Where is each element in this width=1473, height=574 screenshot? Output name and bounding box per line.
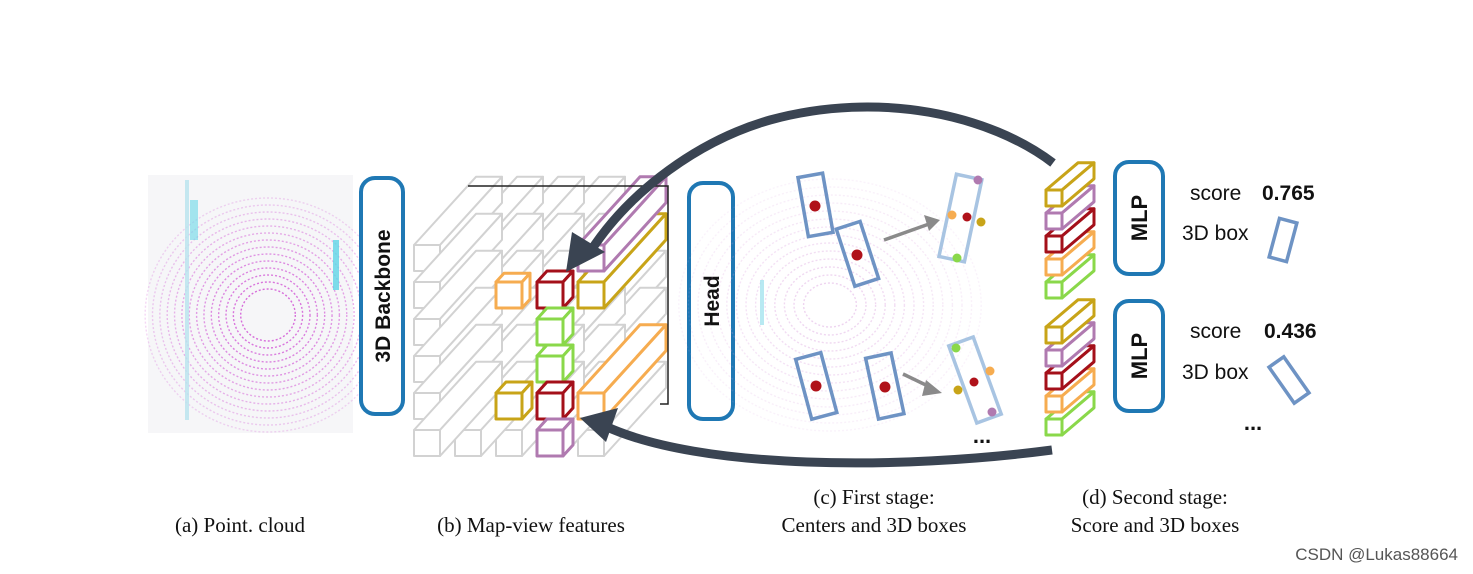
caption-a: (a) Point. cloud (175, 513, 306, 537)
output-box-icon (1266, 354, 1312, 406)
output-top: score 0.765 3D box (1182, 182, 1315, 264)
map-view-feature-grid (413, 175, 668, 458)
proposal-box (793, 350, 839, 422)
watermark: CSDN @Lukas88664 (1295, 545, 1458, 564)
caption-b: (b) Map-view features (437, 513, 625, 537)
mlp-module-top: MLP (1113, 160, 1165, 276)
output-ellipsis: ... (1244, 410, 1262, 435)
arrow-head-icon (580, 408, 618, 442)
score-value: 0.765 (1262, 182, 1315, 205)
proposal-box (863, 350, 907, 422)
center-point (879, 381, 891, 393)
score-label: score (1190, 320, 1241, 343)
box-label: 3D box (1182, 222, 1249, 245)
caption-d-line1: (d) Second stage: (1082, 485, 1228, 509)
head-module: Head (687, 181, 735, 421)
stage1-ellipsis: ... (973, 423, 991, 448)
arrow-head-icon (566, 232, 605, 272)
center-point (809, 200, 821, 212)
backbone-module: 3D Backbone (359, 176, 405, 416)
caption-d-line2: Score and 3D boxes (1071, 513, 1240, 537)
point-cloud-image (144, 175, 392, 433)
proposal-box (834, 219, 881, 289)
output-bottom: score 0.436 3D box ... (1182, 320, 1317, 435)
proposal-box (795, 171, 836, 239)
mlp-module-bottom: MLP (1113, 299, 1165, 413)
backbone-label: 3D Backbone (372, 229, 395, 362)
center-point (810, 380, 822, 392)
second-stage-feature-stack (1044, 298, 1096, 437)
caption-c-line2: Centers and 3D boxes (782, 513, 967, 537)
feature-bracket (468, 185, 669, 405)
mlp-label: MLP (1127, 333, 1152, 379)
first-stage-boxes: ... (793, 171, 1004, 448)
feedback-arrow-bottom (603, 421, 1053, 468)
second-stage-feature-stack (1044, 161, 1096, 300)
first-stage-point-cloud (678, 178, 982, 432)
center-point (851, 249, 863, 261)
feedback-arrow-top (586, 102, 1056, 255)
refined-box (936, 172, 984, 264)
mlp-label: MLP (1127, 195, 1152, 241)
caption-c-line1: (c) First stage: (813, 485, 934, 509)
arrow-icon (924, 215, 940, 231)
box-label: 3D box (1182, 361, 1249, 384)
head-label: Head (701, 275, 724, 326)
score-label: score (1190, 182, 1241, 205)
arrow-icon (922, 380, 942, 396)
output-box-icon (1266, 216, 1300, 264)
refined-box (946, 334, 1004, 426)
score-value: 0.436 (1264, 320, 1317, 343)
